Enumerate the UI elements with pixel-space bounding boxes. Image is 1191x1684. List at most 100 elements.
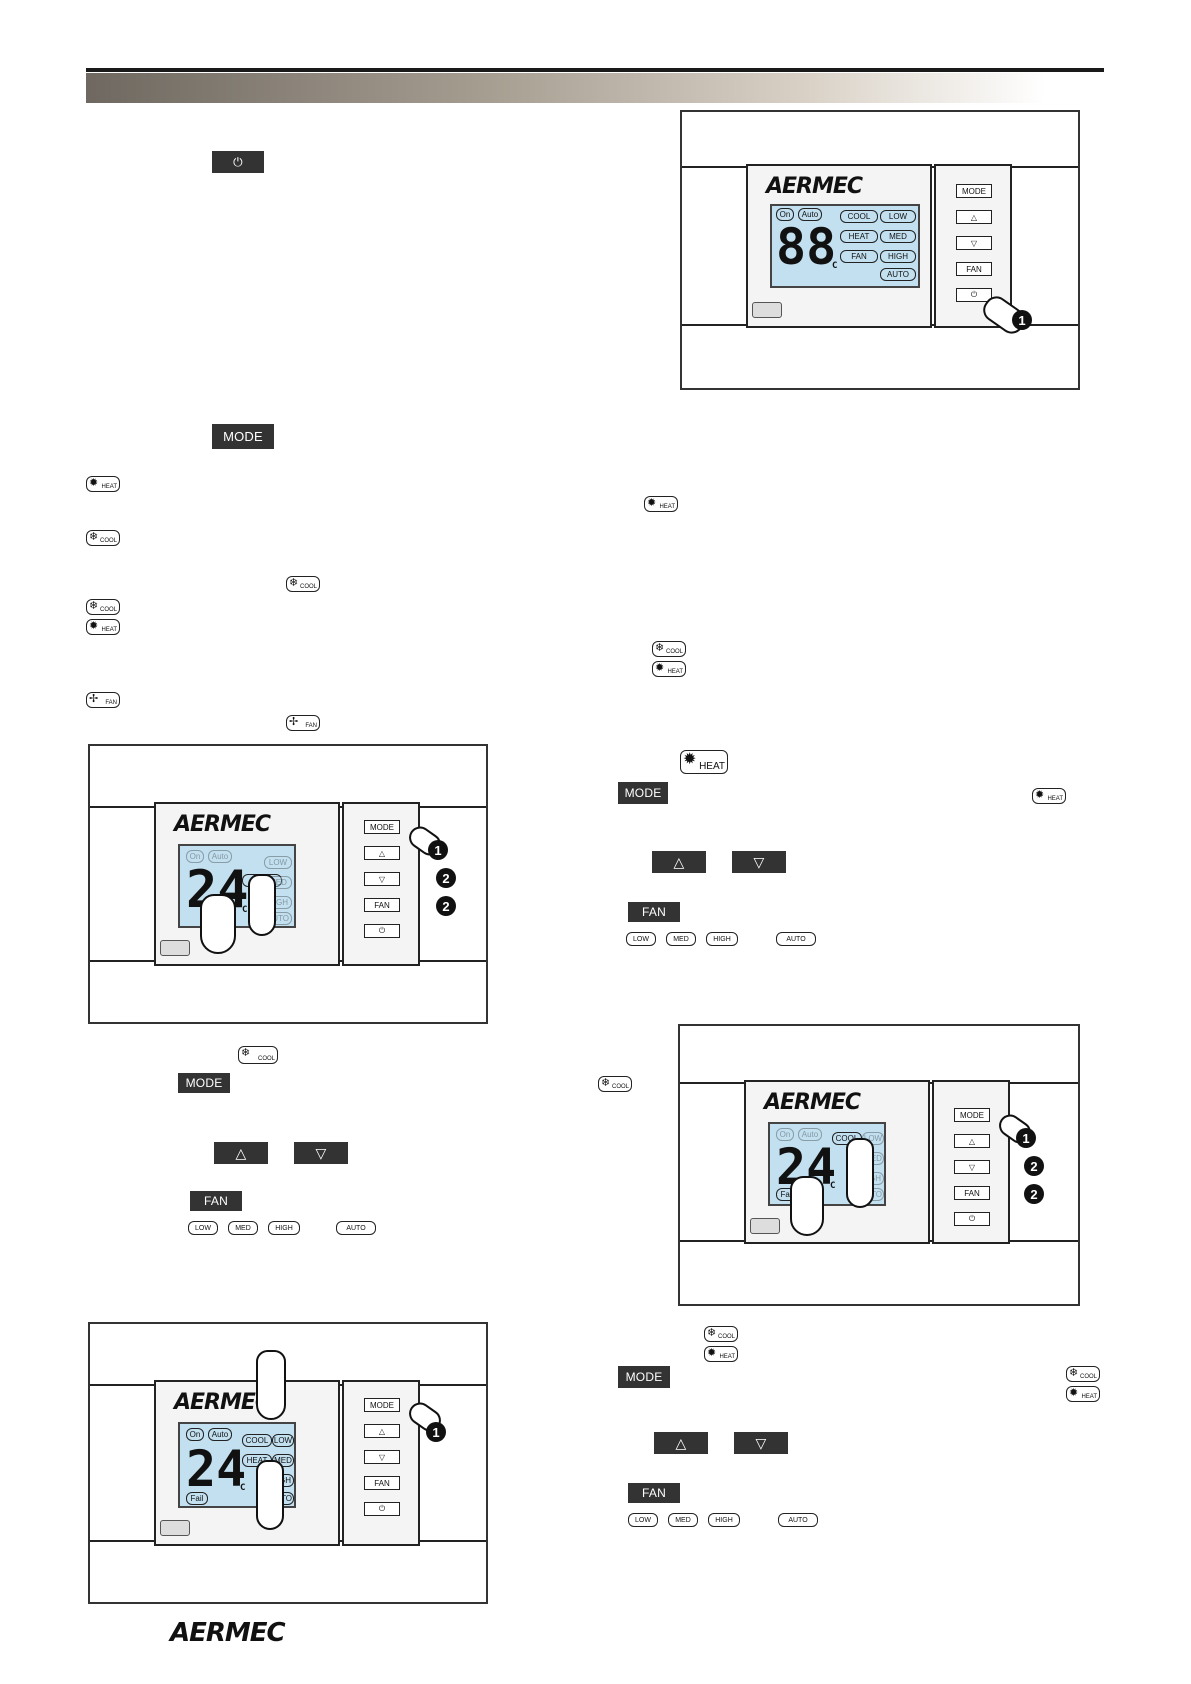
mode-key[interactable]: MODE — [364, 1398, 400, 1412]
power-key[interactable]: ⏻ — [364, 924, 400, 938]
cool-label: COOL — [611, 1084, 629, 1090]
celsius-unit: C — [830, 1181, 836, 1191]
heat-icon: ✹HEAT — [1032, 788, 1066, 804]
footer-brand-logo: AERMEC — [170, 1618, 286, 1648]
low-label: LOW — [635, 1516, 651, 1524]
heat-icon: ✹HEAT — [86, 619, 120, 635]
power-key[interactable]: ⏻ — [364, 1502, 400, 1516]
fan-key[interactable]: FAN — [954, 1186, 990, 1200]
heat-label: HEAT — [101, 484, 117, 490]
power-key[interactable]: ⏻ — [956, 288, 992, 302]
lcd-auto-tag: Auto — [208, 1428, 232, 1441]
lcd-cool-tag: COOL — [242, 1434, 272, 1447]
fan-button-icon: FAN — [628, 902, 680, 922]
power-key[interactable]: ⏻ — [954, 1212, 990, 1226]
cool-icon: ❄COOL — [598, 1076, 632, 1092]
heat-label: HEAT — [667, 669, 683, 675]
cool-label: COOL — [1079, 1374, 1097, 1380]
cool-icon: ❄COOL — [86, 530, 120, 546]
up-label: △ — [235, 1144, 247, 1161]
sensor-window — [750, 1218, 780, 1234]
mode-key[interactable]: MODE — [956, 184, 992, 198]
brand-logo: AERMEC — [174, 812, 271, 837]
fan-key[interactable]: FAN — [956, 262, 992, 276]
auto-label: AUTO — [786, 935, 806, 943]
med-speed-icon: MED — [666, 932, 696, 946]
heat-label: HEAT — [1047, 796, 1063, 802]
mode-key[interactable]: MODE — [954, 1108, 990, 1122]
heat-icon: ✹HEAT — [680, 750, 728, 774]
up-button-icon: △ — [652, 851, 706, 873]
med-label: MED — [673, 935, 689, 943]
step-1-badge: 1 — [426, 1422, 446, 1442]
cool-icon: ❄COOL — [652, 641, 686, 657]
brand-logo: AERMEC — [174, 1390, 271, 1415]
cool-icon: ❄COOL — [238, 1046, 278, 1064]
up-key[interactable]: △ — [956, 210, 992, 224]
hand-icon — [790, 1176, 824, 1236]
low-speed-icon: LOW — [188, 1221, 218, 1235]
auto-speed-icon: AUTO — [336, 1221, 376, 1235]
lcd-on-tag: On — [186, 1428, 204, 1441]
heat-icon: ✹HEAT — [1066, 1386, 1100, 1402]
down-key[interactable]: ▽ — [364, 872, 400, 886]
med-label: MED — [235, 1224, 251, 1232]
cool-label: COOL — [847, 212, 871, 221]
header-band — [86, 73, 1046, 103]
figure-auto-setup: AERMEC On Auto 24 C Fail COOL HEAT LOW M… — [88, 1322, 488, 1604]
up-key[interactable]: △ — [954, 1134, 990, 1148]
heat-label: HEAT — [246, 1456, 268, 1465]
step-2-badge: 2 — [436, 896, 456, 916]
cool-label: COOL — [835, 1134, 859, 1143]
lcd-auto-tag: Auto — [798, 208, 822, 221]
temperature-digits: 24 — [186, 1440, 247, 1498]
fan-label: FAN — [204, 1194, 228, 1208]
lcd-auto-tag: Auto — [208, 850, 232, 863]
controller-body: AERMEC On Auto 24 C Fail COOL LOW MED HI… — [744, 1080, 930, 1244]
sensor-window — [752, 302, 782, 318]
heat-label: HEAT — [101, 627, 117, 633]
down-key[interactable]: ▽ — [954, 1160, 990, 1174]
up-key[interactable]: △ — [364, 1424, 400, 1438]
keypad-panel: MODE △ ▽ FAN ⏻ — [932, 1080, 1010, 1244]
down-key[interactable]: ▽ — [364, 1450, 400, 1464]
up-button-icon: △ — [654, 1432, 708, 1454]
step-2-badge: 2 — [1024, 1156, 1044, 1176]
lcd-low-tag: LOW — [272, 1434, 294, 1447]
high-speed-icon: HIGH — [706, 932, 738, 946]
step-1-badge: 1 — [428, 840, 448, 860]
step-2-badge: 2 — [1024, 1184, 1044, 1204]
mode-button-icon: MODE — [212, 424, 274, 449]
down-button-icon: ▽ — [732, 851, 786, 873]
mode-key[interactable]: MODE — [364, 820, 400, 834]
fan-key[interactable]: FAN — [364, 898, 400, 912]
lcd-heat-tag: HEAT — [840, 230, 878, 243]
step-1-badge: 1 — [1012, 310, 1032, 330]
lcd-on-tag: On — [776, 1128, 794, 1141]
heat-label: HEAT — [1081, 1394, 1097, 1400]
mode-button-icon: MODE — [618, 1366, 670, 1388]
low-label: LOW — [633, 935, 649, 943]
step-2-badge: 2 — [436, 868, 456, 888]
mode-button-icon: MODE — [618, 782, 668, 804]
down-key[interactable]: ▽ — [956, 236, 992, 250]
up-key[interactable]: △ — [364, 846, 400, 860]
cool-label: COOL — [99, 607, 117, 613]
celsius-unit: C — [832, 261, 838, 271]
lcd-low-tag: LOW — [264, 856, 292, 869]
power-glyph: ⏻ — [233, 154, 243, 169]
lcd-high-tag: HIGH — [880, 250, 916, 263]
up-label: △ — [675, 1434, 687, 1451]
low-label: LOW — [195, 1224, 211, 1232]
high-label: HIGH — [715, 1516, 733, 1524]
lcd-auto-fan-tag: AUTO — [880, 268, 916, 281]
lcd-fail-tag: Fail — [186, 1492, 208, 1505]
low-speed-icon: LOW — [626, 932, 656, 946]
brand-logo: AERMEC — [764, 1090, 861, 1115]
cool-label: COOL — [245, 1436, 269, 1445]
celsius-unit: C — [240, 1483, 246, 1493]
fan-key[interactable]: FAN — [364, 1476, 400, 1490]
cool-icon: ❄COOL — [704, 1326, 738, 1342]
mode-label: MODE — [223, 429, 263, 444]
lcd-on-tag: On — [186, 850, 204, 863]
